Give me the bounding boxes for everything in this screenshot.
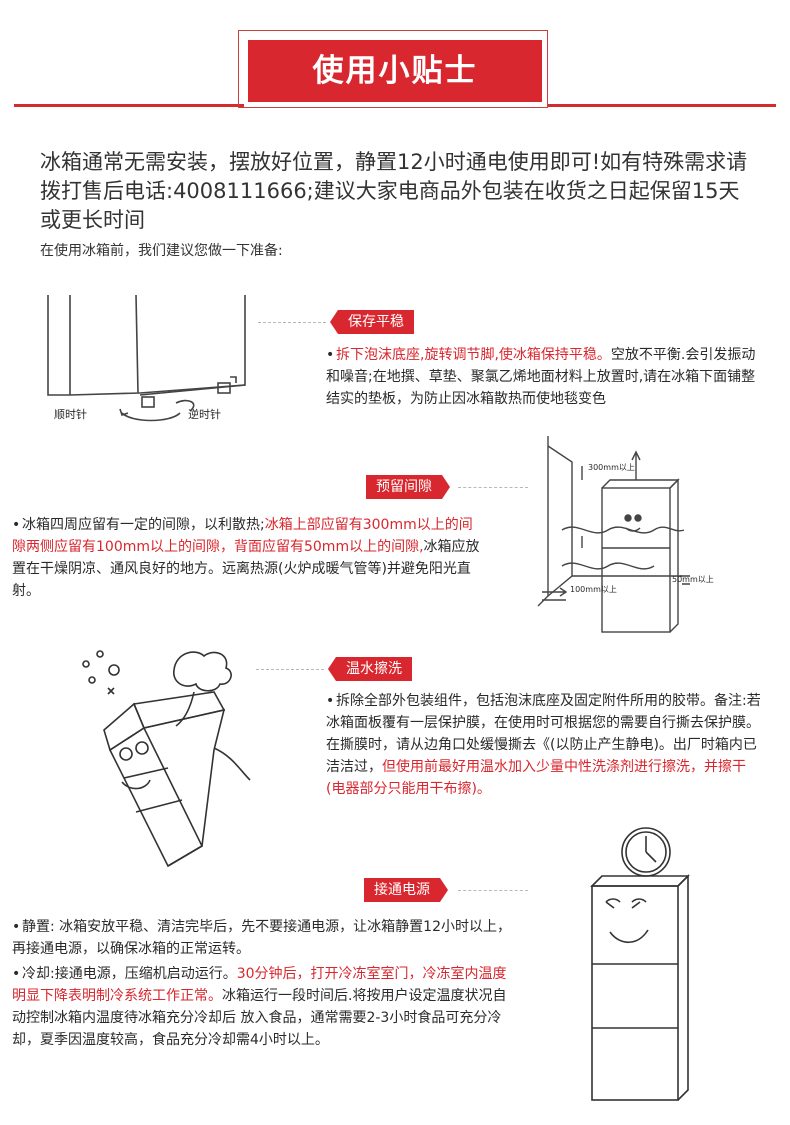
intro-subtext: 在使用冰箱前，我们建议您做一下准备: [40, 243, 283, 259]
balance-tag: 保存平稳 [330, 310, 414, 334]
gap-text: •冰箱四周应留有一定的间隙，以利散热;冰箱上部应留有300mm以上的间隙两侧应留… [12, 514, 482, 602]
gap-text-red: 冰箱上部应留有300mm以上的间隙两侧应留有100mm以上的间隙，背面应留有50… [12, 517, 473, 555]
header-frame [238, 30, 548, 108]
bullet-icon: • [12, 919, 21, 935]
power-p2-red: 30分钟后，打开冷冻室室门，冷冻室内温度明显下降表明制冷系统工作正常。 [12, 966, 507, 1004]
wash-text: •拆除全部外包装组件，包括泡沫底座及固定附件所用的胶带。备注:若冰箱面板覆有一层… [326, 690, 764, 800]
balance-text: •拆下泡沫底座,旋转调节脚,使冰箱保持平稳。空放不平衡.会引发振动和噪音;在地撰… [326, 344, 756, 410]
bullet-icon: • [326, 347, 335, 363]
intro-text: 冰箱通常无需安装，摆放好位置，静置12小时通电使用即可!如有特殊需求请拨打售后电… [40, 150, 748, 232]
power-p2b: 冰箱运行一段时间后.将按用户设定温度状况自动控制冰箱内温度待冰箱充分冷却后 放入… [12, 988, 507, 1048]
bullet-icon: • [12, 966, 21, 982]
power-p1: 静置: 冰箱安放平稳、清洁完毕后，先不要接通电源，让冰箱静置12小时以上，再接通… [12, 919, 511, 957]
header-rule-right [548, 104, 776, 107]
fridge-leveling-illustration [47, 294, 246, 422]
power-text-1: •静置: 冰箱安放平稳、清洁完毕后，先不要接通电源，让冰箱静置12小时以上，再接… [12, 916, 512, 960]
gap-text-b: 冰箱应放置在干燥阴凉、通风良好的地方。远离热源(火炉成暖气管等)并避免阳光直射。 [12, 539, 480, 599]
dim-back-label: 50mm以上 [672, 575, 714, 584]
power-text-2: •冷却:接通电源，压缩机启动运行。30分钟后，打开冷冻室室门，冷冻室内温度明显下… [12, 963, 512, 1051]
counterclockwise-label: 逆时针 [188, 408, 221, 421]
gap-tag: 预留间隙 [366, 475, 450, 499]
bullet-icon: • [12, 517, 21, 533]
fridge-washing-illustration [82, 650, 251, 868]
wash-text-red: 但使用前最好用温水加入少量中性洗涤剂进行擦洗，并擦干(电器部分只能用干布擦)。 [326, 759, 746, 797]
fridge-clearance-illustration [537, 436, 690, 633]
power-dash-line [458, 890, 528, 891]
dim-top-label: 300mm以上 [588, 463, 635, 472]
clockwise-label: 顺时针 [54, 408, 87, 421]
dim-side-label: 100mm以上 [570, 585, 617, 594]
page-title: 使用小贴士 [248, 40, 542, 102]
gap-text-a: 冰箱四周应留有一定的间隙，以利散热; [22, 517, 265, 533]
power-p2a: 冷却:接通电源，压缩机启动运行。 [22, 966, 237, 982]
header-rule-left [14, 104, 244, 107]
balance-dash-line [258, 322, 326, 323]
gap-dash-line [458, 487, 528, 488]
power-tag: 接通电源 [364, 878, 448, 902]
balance-text-rest: 空放不平衡.会引发振动和噪音;在地撰、草垫、聚氯乙烯地面材料上放置时,请在冰箱下… [326, 347, 756, 407]
wash-dash-line [256, 669, 324, 670]
balance-text-red: 拆下泡沫底座,旋转调节脚,使冰箱保持平稳。 [336, 347, 611, 363]
wash-tag: 温水擦洗 [328, 657, 412, 681]
wash-text-a: 拆除全部外包装组件，包括泡沫底座及固定附件所用的胶带。备注:若冰箱面板覆有一层保… [326, 693, 761, 775]
fridge-clock-illustration [590, 827, 690, 1101]
bullet-icon: • [326, 693, 335, 709]
